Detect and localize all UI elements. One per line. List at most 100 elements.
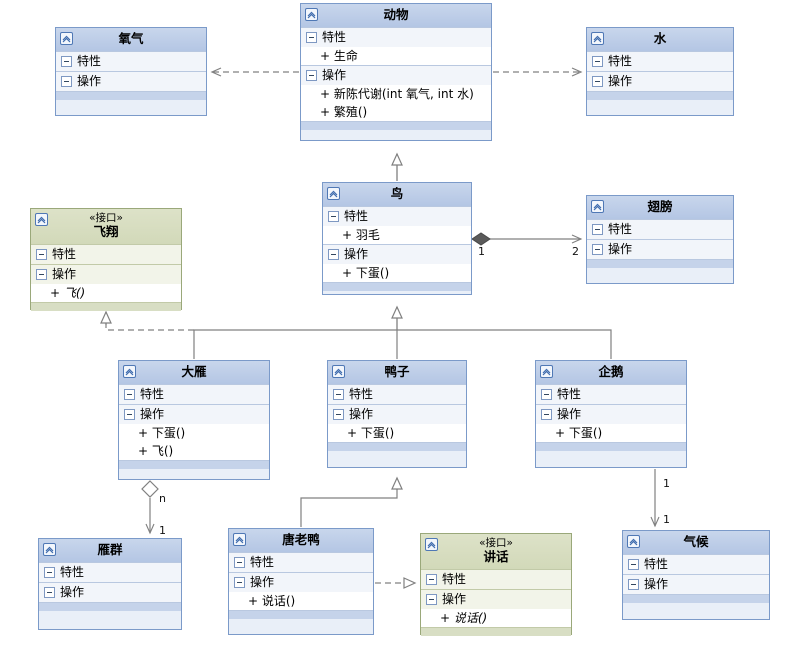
class-name: 翅膀 — [647, 199, 673, 214]
attributes-section[interactable]: 特性 — [587, 219, 733, 239]
class-header: 动物 — [301, 4, 491, 27]
class-header: 企鹅 — [536, 361, 686, 384]
multiplicity-m-penguin-climate-src: 1 — [663, 477, 670, 490]
class-type-badge — [233, 533, 246, 546]
class-box-climate[interactable]: 气候特性操作 — [622, 530, 770, 620]
class-box-speak[interactable]: «接口»讲话特性操作+ 说话() — [420, 533, 572, 636]
collapse-icon[interactable] — [333, 409, 344, 420]
class-box-oxygen[interactable]: 氧气特性操作 — [55, 27, 207, 116]
attributes-label: 特性 — [442, 572, 467, 586]
operations-label: 操作 — [442, 592, 467, 606]
attributes-section[interactable]: 特性 — [328, 384, 466, 404]
collapse-icon[interactable] — [124, 409, 135, 420]
class-box-penguin[interactable]: 企鹅特性操作+ 下蛋() — [535, 360, 687, 468]
collapse-icon[interactable] — [426, 594, 437, 605]
class-footer — [323, 282, 471, 291]
operations-section[interactable]: 操作 — [39, 582, 181, 602]
class-box-wildgoose[interactable]: 大雁特性操作+ 下蛋()+ 飞() — [118, 360, 270, 480]
operations-section[interactable]: 操作 — [31, 264, 181, 284]
collapse-icon[interactable] — [306, 32, 317, 43]
collapse-icon[interactable] — [328, 249, 339, 260]
collapse-icon[interactable] — [628, 579, 639, 590]
operations-section[interactable]: 操作 — [587, 71, 733, 91]
collapse-icon[interactable] — [61, 76, 72, 87]
operations-section[interactable]: 操作 — [56, 71, 206, 91]
collapse-icon[interactable] — [328, 211, 339, 222]
attributes-label: 特性 — [608, 54, 633, 68]
collapse-icon[interactable] — [234, 557, 245, 568]
attributes-section[interactable]: 特性 — [323, 206, 471, 226]
attributes-section[interactable]: 特性 — [229, 552, 373, 572]
edge-wildgoose-fly — [100, 310, 194, 331]
collapse-icon[interactable] — [44, 567, 55, 578]
class-footer — [56, 91, 206, 100]
class-footer — [587, 259, 733, 268]
attributes-section[interactable]: 特性 — [421, 569, 571, 589]
class-header: «接口»讲话 — [421, 534, 571, 569]
class-header: 翅膀 — [587, 196, 733, 219]
collapse-icon[interactable] — [592, 56, 603, 67]
collapse-icon[interactable] — [124, 389, 135, 400]
attributes-section[interactable]: 特性 — [623, 554, 769, 574]
class-box-wing[interactable]: 翅膀特性操作 — [586, 195, 734, 284]
operations-label: 操作 — [77, 74, 102, 88]
collapse-icon[interactable] — [234, 577, 245, 588]
attributes-label: 特性 — [77, 54, 102, 68]
operation-item: + 飞() — [119, 442, 269, 460]
class-box-flock[interactable]: 雁群特性操作 — [38, 538, 182, 630]
collapse-icon[interactable] — [36, 269, 47, 280]
class-box-water[interactable]: 水特性操作 — [586, 27, 734, 116]
operations-section[interactable]: 操作 — [328, 404, 466, 424]
attributes-section[interactable]: 特性 — [31, 244, 181, 264]
attributes-section[interactable]: 特性 — [587, 51, 733, 71]
class-box-animal[interactable]: 动物特性+ 生命操作+ 新陈代谢(int 氧气, int 水)+ 繁殖() — [300, 3, 492, 141]
operation-item: + 繁殖() — [301, 103, 491, 121]
collapse-icon[interactable] — [333, 389, 344, 400]
collapse-icon[interactable] — [592, 244, 603, 255]
attributes-label: 特性 — [322, 30, 347, 44]
collapse-icon[interactable] — [592, 224, 603, 235]
operations-section[interactable]: 操作 — [119, 404, 269, 424]
collapse-icon[interactable] — [306, 70, 317, 81]
collapse-icon[interactable] — [61, 56, 72, 67]
operations-section[interactable]: 操作 — [301, 65, 491, 85]
operations-section[interactable]: 操作 — [587, 239, 733, 259]
attributes-section[interactable]: 特性 — [119, 384, 269, 404]
collapse-icon[interactable] — [426, 574, 437, 585]
class-name: 鸭子 — [384, 364, 410, 379]
collapse-icon[interactable] — [628, 559, 639, 570]
class-box-duck[interactable]: 鸭子特性操作+ 下蛋() — [327, 360, 467, 468]
collapse-icon[interactable] — [541, 409, 552, 420]
operations-label: 操作 — [52, 267, 77, 281]
class-stereotype: «接口» — [89, 212, 123, 224]
class-box-fly[interactable]: «接口»飞翔特性操作+ 飞() — [30, 208, 182, 311]
operations-label: 操作 — [608, 74, 633, 88]
class-footer — [229, 610, 373, 619]
class-box-donald[interactable]: 唐老鸭特性操作+ 说话() — [228, 528, 374, 635]
class-type-badge — [591, 200, 604, 213]
operation-item: + 新陈代谢(int 氧气, int 水) — [301, 85, 491, 103]
operations-section[interactable]: 操作 — [229, 572, 373, 592]
collapse-icon[interactable] — [541, 389, 552, 400]
class-name: 水 — [653, 31, 667, 46]
collapse-icon[interactable] — [592, 76, 603, 87]
collapse-icon[interactable] — [44, 587, 55, 598]
operations-section[interactable]: 操作 — [623, 574, 769, 594]
operations-section[interactable]: 操作 — [536, 404, 686, 424]
attributes-label: 特性 — [52, 247, 77, 261]
class-box-bird[interactable]: 鸟特性+ 羽毛操作+ 下蛋() — [322, 182, 472, 295]
attributes-section[interactable]: 特性 — [56, 51, 206, 71]
attributes-section[interactable]: 特性 — [39, 562, 181, 582]
attributes-section[interactable]: 特性 — [301, 27, 491, 47]
operations-section[interactable]: 操作 — [421, 589, 571, 609]
operations-section[interactable]: 操作 — [323, 244, 471, 264]
attributes-section[interactable]: 特性 — [536, 384, 686, 404]
class-type-badge — [627, 535, 640, 548]
attributes-label: 特性 — [608, 222, 633, 236]
class-header: 大雁 — [119, 361, 269, 384]
operations-label: 操作 — [557, 407, 582, 421]
class-name: 企鹅 — [598, 364, 624, 379]
collapse-icon[interactable] — [36, 249, 47, 260]
class-name: 气候 — [683, 534, 709, 549]
